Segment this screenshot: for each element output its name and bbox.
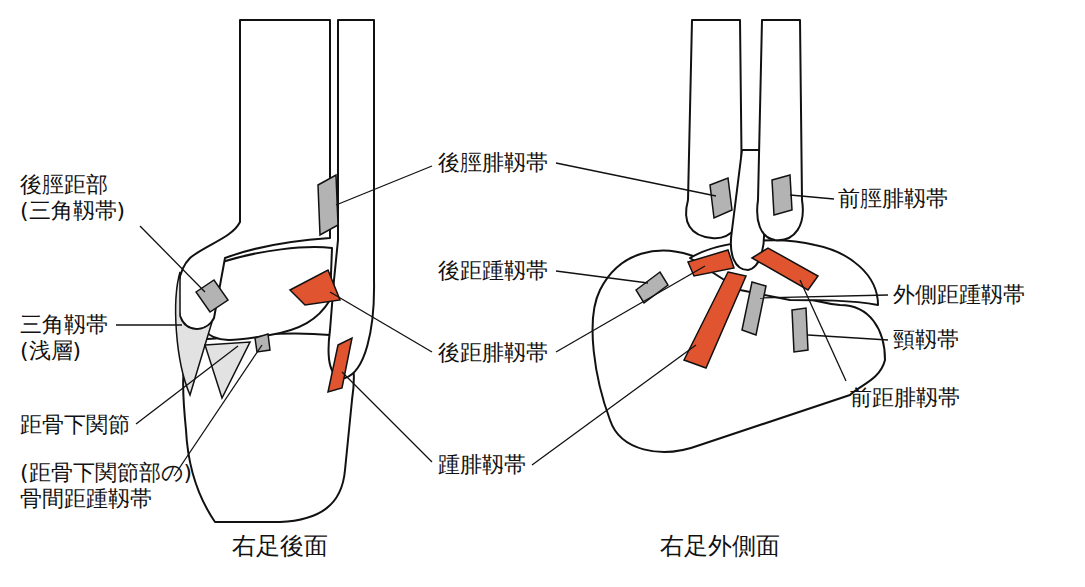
superficial-deltoid-ligament [205, 342, 250, 398]
anterior-talofibular-ligament [752, 248, 818, 290]
ligament-label: 外側距踵靱帯 [893, 282, 1025, 308]
posterior-talofibular-ligament [290, 270, 340, 305]
tibia-bone [757, 20, 803, 240]
ligament-label: 前脛腓靱帯 [838, 186, 948, 212]
joint-label: 距骨下関節 [20, 412, 130, 438]
ligament-label: 三角靱帯 (浅層) [20, 312, 121, 365]
lateral-talocalcaneal-ligament [742, 282, 766, 335]
view-caption: 右足後面 [232, 532, 328, 561]
ligament-label: 前距腓靱帯 [850, 385, 960, 411]
ligament-label: 後脛腓靱帯 [438, 150, 548, 176]
leader-line [136, 346, 238, 424]
leader-line [116, 324, 182, 325]
ligament-label: 後距腓靱帯 [438, 340, 548, 366]
posterior-tibiofibular-ligament [318, 175, 338, 235]
leader-line [532, 345, 696, 465]
leader-line [556, 266, 705, 352]
posterior-tibiofibular-ligament [710, 178, 732, 218]
leader-line [790, 195, 834, 199]
leader-line [800, 280, 846, 381]
tibia-bone [686, 20, 742, 238]
ligament-label: 後脛距部 (三角靱帯) [20, 172, 148, 225]
calcaneofibular-ligament [328, 338, 352, 392]
leader-line [760, 295, 888, 298]
leader-line [336, 166, 432, 205]
leader-line [140, 226, 205, 292]
leader-line [330, 292, 432, 352]
ligament-label: (距骨下関節部の) 骨間距踵靱帯 [20, 460, 214, 513]
ligament-label: 頸靱帯 [893, 327, 959, 353]
leader-line [808, 335, 888, 340]
calcaneus-bone [183, 333, 354, 522]
anterior-tibiofibular-ligament [772, 175, 792, 215]
ligament-label: 踵腓靱帯 [438, 452, 526, 478]
calcaneofibular-ligament [684, 272, 746, 368]
ligament-label: 後距踵靱帯 [438, 258, 548, 284]
interosseous-ligament [255, 334, 270, 352]
posterior-talocalcaneal-ligament [636, 272, 668, 303]
leader-line [174, 345, 262, 476]
leader-line [556, 163, 716, 196]
posterior-tibiotalar-ligament [196, 280, 228, 312]
leader-line [342, 372, 432, 462]
leader-line [556, 271, 648, 283]
view-caption: 右足外側面 [660, 532, 780, 561]
cervical-ligament [792, 308, 808, 352]
